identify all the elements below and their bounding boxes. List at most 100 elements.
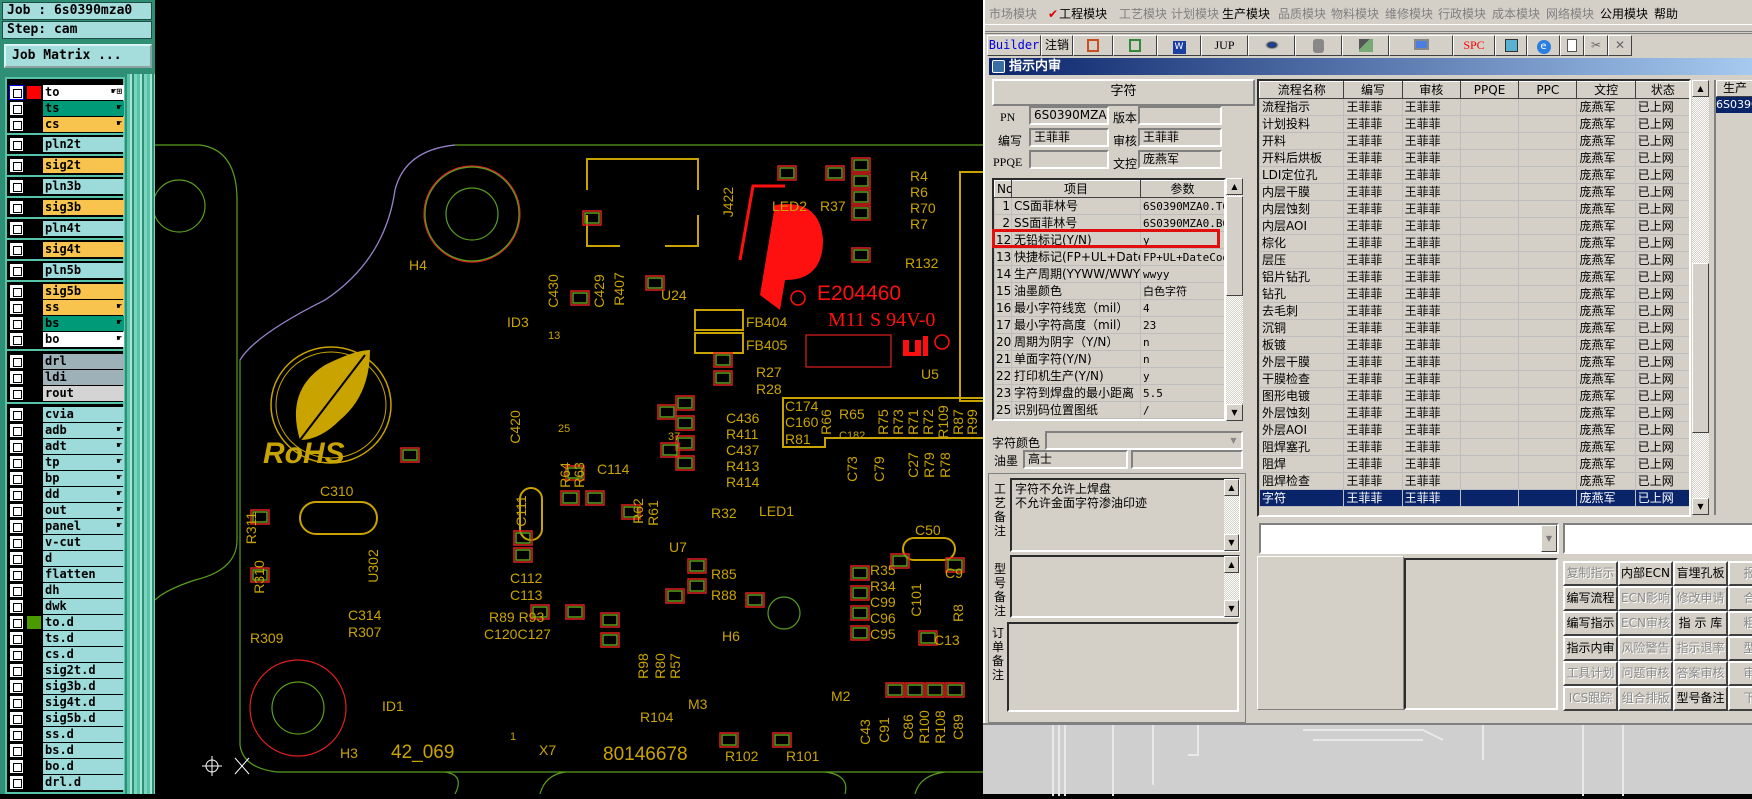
scroll-down-icon[interactable]: ▼ [1224, 534, 1239, 551]
view-button[interactable] [1248, 35, 1295, 56]
layer-row[interactable]: bs☛ [7, 316, 125, 331]
column-header[interactable]: PPC [1518, 81, 1578, 99]
flow-row[interactable]: 钻孔王菲菲王菲菲庞燕军已上网 [1259, 285, 1689, 303]
menu-item[interactable]: 公用模块 [1600, 5, 1648, 22]
layer-row[interactable]: ss.d [7, 727, 125, 742]
layer-row[interactable]: pln2t [7, 137, 125, 152]
new-document-button[interactable] [1560, 35, 1584, 56]
layer-checkbox[interactable] [9, 455, 24, 470]
layer-checkbox[interactable] [9, 263, 24, 278]
menu-item[interactable]: 计划模块 [1171, 5, 1219, 22]
ppqe-field[interactable] [1029, 150, 1109, 169]
layer-row[interactable]: to☛⊞ [7, 85, 125, 100]
layer-checkbox[interactable] [9, 101, 24, 116]
flow-row[interactable]: 图形电镀王菲菲王菲菲庞燕军已上网 [1259, 387, 1689, 405]
cut-button[interactable]: ✂ [1584, 35, 1608, 56]
menu-item[interactable]: 工艺模块 [1119, 5, 1167, 22]
layer-checkbox[interactable] [9, 332, 24, 347]
dropdown-arrow-icon[interactable]: ▼ [1541, 525, 1557, 552]
action-button[interactable]: 指示退率 [1673, 636, 1728, 661]
menu-item[interactable]: 行政模块 [1438, 5, 1486, 22]
action-button[interactable]: 内部ECN [1618, 561, 1673, 586]
production-item[interactable]: 6S0390MZA0 [1716, 97, 1752, 113]
order-note-field[interactable] [1007, 622, 1239, 712]
search-field[interactable] [1563, 523, 1752, 554]
layer-row[interactable]: sig2t.d [7, 663, 125, 678]
flow-row[interactable]: 阻焊王菲菲王菲菲庞燕军已上网 [1259, 455, 1689, 473]
action-button[interactable]: ICS跟踪 [1563, 686, 1618, 711]
scroll-up-icon[interactable]: ▲ [1692, 80, 1709, 97]
layer-row[interactable]: out☛ [7, 503, 125, 518]
layer-checkbox[interactable] [9, 647, 24, 662]
layer-row[interactable]: adt☛ [7, 439, 125, 454]
layer-row[interactable]: tp☛ [7, 455, 125, 470]
powerpoint-button[interactable] [1073, 35, 1113, 56]
excel-button[interactable] [1113, 35, 1157, 56]
layer-row[interactable]: sig2t [7, 158, 125, 173]
action-button[interactable]: 组合排版 [1618, 686, 1673, 711]
close-button[interactable]: ✕ [1608, 35, 1632, 56]
action-button[interactable]: 审核 [1728, 661, 1752, 686]
ink-extra-field[interactable] [1131, 450, 1243, 469]
flow-row[interactable]: 铝片钻孔王菲菲王菲菲庞燕军已上网 [1259, 268, 1689, 286]
layer-row[interactable]: sig3b.d [7, 679, 125, 694]
layer-checkbox[interactable] [9, 370, 24, 385]
action-button[interactable]: ECN审核 [1618, 611, 1673, 636]
action-button[interactable]: 盲埋孔板 [1673, 561, 1728, 586]
column-header[interactable]: No [994, 180, 1012, 198]
layer-checkbox[interactable] [9, 242, 24, 257]
menu-item[interactable]: ✔工程模块 [1048, 5, 1107, 22]
pcb-canvas[interactable]: RoHS E204460 M11 S 94V-0 42_069 80146678… [155, 0, 983, 794]
column-header[interactable]: PPQE [1459, 81, 1520, 99]
model-note-field[interactable] [1010, 555, 1240, 618]
layer-checkbox[interactable] [9, 503, 24, 518]
layer-row[interactable]: to.d [7, 615, 125, 630]
flow-row[interactable]: 流程指示王菲菲王菲菲庞燕军已上网 [1259, 98, 1689, 116]
layer-checkbox[interactable] [9, 200, 24, 215]
flow-row[interactable]: 内层蚀刻王菲菲王菲菲庞燕军已上网 [1259, 200, 1689, 218]
layer-checkbox[interactable] [9, 471, 24, 486]
layer-row[interactable]: sig5b [7, 284, 125, 299]
layer-row[interactable]: v-cut [7, 535, 125, 550]
layer-row[interactable]: sig5b.d [7, 711, 125, 726]
ink-field[interactable]: 高士 [1023, 450, 1128, 469]
layer-row[interactable]: bp☛ [7, 471, 125, 486]
action-button[interactable]: ECN影响 [1618, 586, 1673, 611]
param-scrollbar[interactable]: ▲ ▼ [1226, 178, 1243, 421]
jup-button[interactable]: JUP [1201, 35, 1248, 56]
layer-checkbox[interactable] [9, 316, 24, 331]
flow-combobox[interactable] [1259, 523, 1559, 554]
menu-item[interactable]: 维修模块 [1385, 5, 1433, 22]
menu-item[interactable]: 品质模块 [1278, 5, 1326, 22]
layer-checkbox[interactable] [9, 439, 24, 454]
layer-checkbox[interactable] [9, 775, 24, 790]
flow-row[interactable]: 沉铜王菲菲王菲菲庞燕军已上网 [1259, 319, 1689, 337]
layer-row[interactable]: bs.d [7, 743, 125, 758]
pn-field[interactable]: 6S0390MZA0 [1029, 106, 1109, 125]
layer-checkbox[interactable] [9, 221, 24, 236]
layer-checkbox[interactable] [9, 631, 24, 646]
scroll-down-icon[interactable]: ▼ [1692, 498, 1709, 515]
column-header[interactable]: 编写 [1343, 81, 1403, 99]
layer-checkbox[interactable] [9, 179, 24, 194]
dropdown-arrow-icon[interactable]: ▼ [1230, 436, 1237, 445]
layer-checkbox[interactable] [9, 663, 24, 678]
layer-checkbox[interactable] [9, 711, 24, 726]
layer-row[interactable]: pln5b [7, 263, 125, 278]
database-button[interactable] [1295, 35, 1342, 56]
layer-row[interactable]: cvia [7, 407, 125, 422]
layer-row[interactable]: rout [7, 386, 125, 401]
version-field[interactable] [1138, 106, 1222, 125]
action-button[interactable]: 指示内审 [1563, 636, 1618, 661]
action-button[interactable]: 型号 [1728, 636, 1752, 661]
